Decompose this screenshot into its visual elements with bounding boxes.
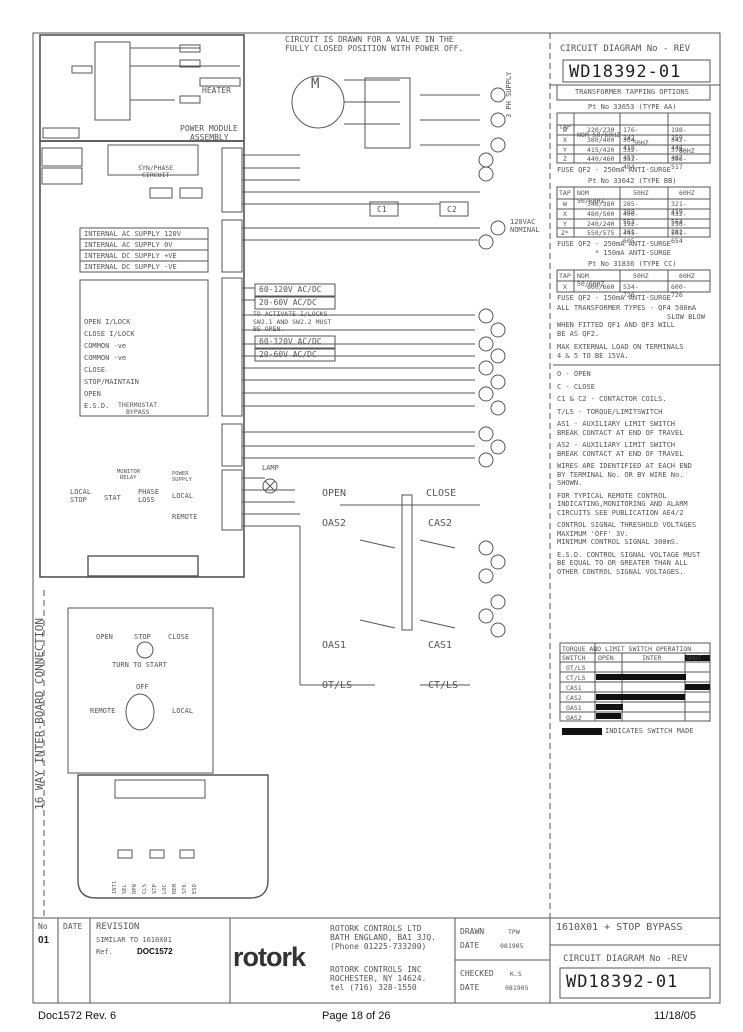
drawn-label: DRAWN [460,927,485,936]
selector-open: OPEN [96,633,113,641]
heater-label: HEATER [202,86,231,95]
drawing-circuit-label: CIRCUIT DIAGRAM No -REV [563,954,688,964]
table-1-part: Pt No 33653 (TYPE AA) [588,103,677,111]
checked-date: 081905 [505,984,529,992]
coil-c1: C1 [377,205,387,214]
syn-phase-label: SYN/PHASE CIRCUIT [138,164,174,179]
tapping-title: TRANSFORMER TAPPING OPTIONS [575,88,689,96]
selector-remote: REMOTE [90,707,116,715]
drawn-date-label: DATE [460,941,480,950]
local-stop-label: LOCAL STOP [70,488,92,504]
title-no: 01 [38,935,50,946]
drawing-title: 1610X01 + STOP BYPASS [556,922,683,933]
drawn-date: 081905 [500,942,524,950]
control-labels: OPEN I/LOCK CLOSE I/LOCK COMMON -ve COMM… [84,318,139,410]
nominal-label: 120VAC NOMINAL [510,218,540,234]
table-2-fuse: FUSE QF2 - 250mA ANTI-SURGE [557,240,671,248]
cas2-label: CAS2 [428,518,453,529]
local-label: LOCAL [172,492,194,500]
header-note-1: CIRCUIT IS DRAWN FOR A VALVE IN THE [285,35,454,44]
motor-symbol: M [311,76,320,92]
title-revision: SIMILAR TO 1610X01 [96,936,172,944]
interboard-label: 16 WAY INTER-BOARD CONNECTION [33,617,46,810]
lamp-label: LAMP [262,464,279,472]
table-1-fuse: FUSE QF2 - 250mA ANTI-SURGE [557,166,671,174]
drawing-number: WD18392-01 [566,972,679,992]
power-module-label: POWER MODULE ASSEMBLY [180,124,238,142]
monitor-relay-label: MONITOR RELAY [117,469,141,481]
title-ref-label: Ref. [96,948,113,956]
stat-label: STAT [104,494,121,502]
switch-table-legend: INDICATES SWITCH MADE [605,727,694,735]
diagram-number: WD18392-01 [569,62,682,82]
rotork-logo: rotork [233,942,306,972]
selector-local: LOCAL [172,707,194,715]
selector-close: CLOSE [168,633,190,641]
table-2-part: Pt No 33642 (TYPE BB) [588,177,677,185]
selector-turn: TURN TO START [112,661,167,669]
supply-3ph-label: 3 PH SUPPLY [505,71,513,118]
oas2-label: OAS2 [322,518,347,529]
selector-stop: STOP [134,633,151,641]
supply-labels: INTERNAL AC SUPPLY 120V INTERNAL AC SUPP… [84,230,181,271]
table-1-head: TAP NOM 50/60HZ 50HZ 60HZ [559,123,695,155]
selector-off: OFF [136,683,149,691]
cas1-label: CAS1 [428,640,453,651]
checked-date-label: DATE [460,983,480,992]
oas1-label: OAS1 [322,640,347,651]
ctls-label: CT/LS [428,680,459,691]
phase-loss-label: PHASE LOSS [138,488,160,504]
title-revision-label: REVISION [96,922,140,932]
checked-label: CHECKED [460,969,494,978]
transformer-notes: ALL TRANSFORMER TYPES - QF4 500mA SLOW B… [557,304,705,360]
table-3-fuse: FUSE QF2 - 150mA ANTI-SURGE [557,294,671,302]
wiring-diagram [32,32,721,1004]
power-supply-label: POWER SUPPLY [172,471,192,483]
legend-notes: O - OPEN C - CLOSE C1 & C2 - CONTACTOR C… [557,370,701,576]
switch-table-title: TORQUE AND LIMIT SWITCH OPERATION [562,645,692,653]
coil-c2: C2 [447,205,457,214]
voltage-box-3: 60-120V AC/DC [259,337,322,346]
footer-doc: Doc1572 Rev. 6 [38,1010,117,1022]
diagram-text-layer: CIRCUIT IS DRAWN FOR A VALVE IN THE FULL… [33,35,705,992]
company-us: ROTORK CONTROLS INC ROCHESTER, NY 14624.… [330,965,427,992]
footer-page: Page 18 of 26 [322,1010,391,1022]
company-uk: ROTORK CONTROLS LTD BATH ENGLAND, BA1 3J… [330,924,436,951]
open-label: OPEN [322,488,347,499]
voltage-box-4: 20-60V AC/DC [259,350,317,359]
table-3-part: Pt No 31836 (TYPE CC) [588,260,677,268]
title-no-label: No [38,922,48,931]
page-footer: Doc1572 Rev. 6 Page 18 of 26 11/18/05 [0,1008,743,1028]
checked-value: K.S [510,970,522,978]
table-2-fuse2: * 150mA ANTI-SURGE [595,249,671,257]
voltage-box-1: 60-120V AC/DC [259,285,322,294]
activate-note: TO ACTIVATE I/LOCKS SW2.1 AND SW2.2 MUST… [253,310,332,333]
circuit-diagram-label: CIRCUIT DIAGRAM No - REV [560,44,691,54]
drawn-value: TPW [508,928,520,936]
footer-date: 11/18/05 [654,1010,697,1022]
switch-table-rows: OT/LS CT/LS CAS1 CAS2 OAS1 OAS2 [566,664,586,722]
title-date-label: DATE [63,922,83,931]
otls-label: OT/LS [322,680,353,691]
title-ref: DOC1572 [137,947,173,956]
close-label: CLOSE [426,488,457,499]
header-note-2: FULLY CLOSED POSITION WITH POWER OFF. [285,44,464,53]
remote-label: REMOTE [172,513,198,521]
voltage-box-2: 20-60V AC/DC [259,298,317,307]
thermostat-label: THERMOSTAT BYPASS [118,401,158,416]
